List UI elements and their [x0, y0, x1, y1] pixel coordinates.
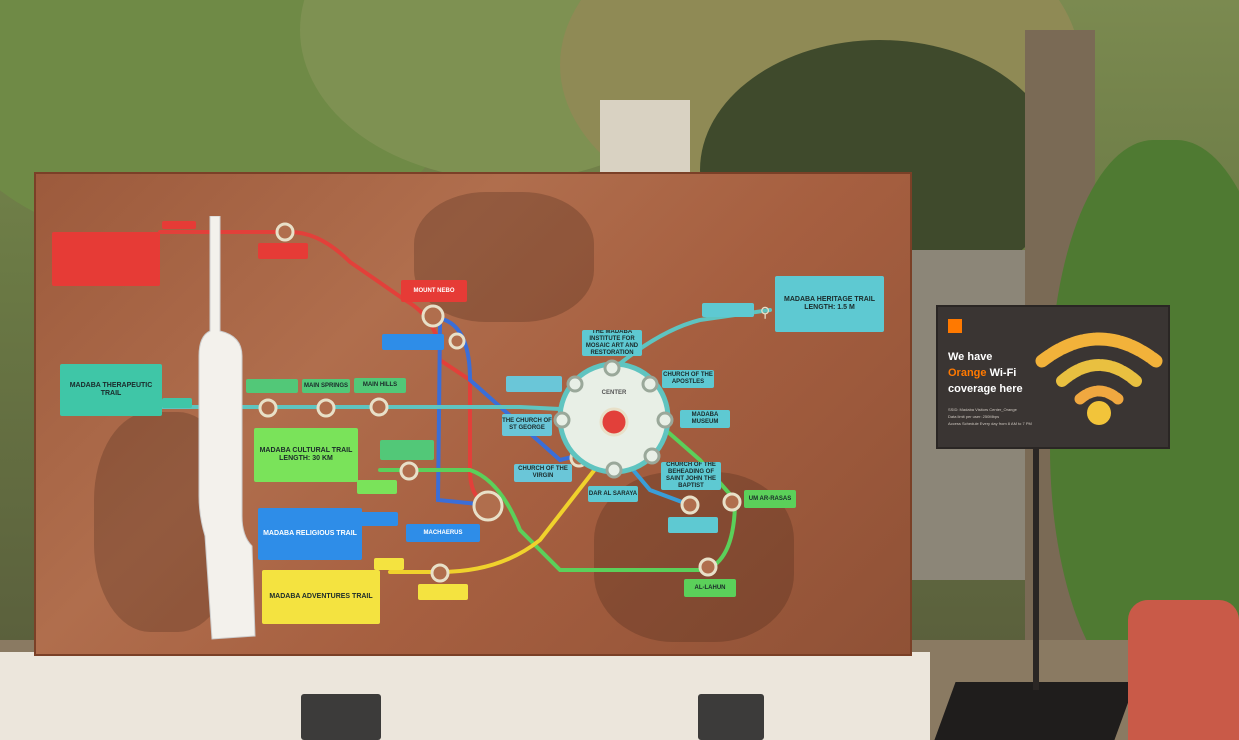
hub-station — [643, 447, 661, 465]
station-node — [369, 397, 389, 417]
wifi-brand: Orange — [948, 367, 987, 379]
umm-label: UM AR-RASAS — [744, 490, 796, 508]
red-trail-title-panel — [52, 232, 160, 286]
green-label-cultural-stop — [380, 440, 434, 460]
dar-saraya-text: DAR AL SARAYA — [588, 490, 638, 497]
museum-text: MADABA MUSEUM — [691, 412, 719, 425]
bus-icon — [162, 398, 192, 408]
hiker-icon: ⚲ — [760, 304, 771, 320]
museum-label: MADABA MUSEUM — [680, 410, 730, 428]
umm-text: UM AR-RASAS — [748, 495, 792, 502]
teal-label-lower — [668, 517, 718, 533]
teal-label-1 — [506, 376, 562, 392]
teal-label-heritage-stop — [702, 303, 754, 317]
beheading-label: CHURCH OF THE BEHEADING OF SAINT JOHN TH… — [661, 462, 721, 490]
hub-station — [566, 375, 584, 393]
station-node — [399, 461, 419, 481]
blue-trail-line — [435, 318, 582, 507]
station-node — [275, 222, 295, 242]
church-st-george-label: THE CHURCH OF ST GEORGE — [502, 418, 552, 431]
station-node — [430, 563, 450, 583]
wifi-mosaic-icon — [1035, 332, 1163, 425]
station-node — [448, 332, 466, 350]
yellow-label-small — [418, 584, 468, 600]
hub-station — [603, 359, 621, 377]
bus-icon — [360, 512, 398, 526]
mount-nebo-label: MOUNT NEBO — [413, 287, 455, 294]
lahun-label: AL-LAHUN — [684, 579, 736, 597]
center-red-node — [599, 407, 629, 437]
hub-station — [553, 411, 571, 429]
beheading-text: CHURCH OF THE BEHEADING OF SAINT JOHN TH… — [665, 462, 716, 489]
station-node — [722, 492, 742, 512]
heritage-trail-title: MADABA HERITAGE TRAIL — [784, 296, 875, 303]
wifi-fine2: Data limit per user: 250Mbps — [948, 414, 1000, 419]
apostles-label: CHURCH OF THE APOSTLES — [662, 370, 714, 388]
apostles-text: CHURCH OF THE APOSTLES — [663, 372, 713, 385]
wifi-fine3: Access Schedule Every day from 8 AM to 7… — [948, 421, 1032, 426]
main-springs-label: MAIN SPRINGS — [303, 382, 348, 389]
center-label: CENTER — [601, 390, 627, 396]
adventures-trail-panel: MADABA ADVENTURES TRAIL — [262, 570, 380, 624]
heritage-trail-length: LENGTH: 1.5 M — [804, 304, 855, 311]
blue-label-virgin: CHURCH OF THE VIRGIN — [514, 464, 572, 482]
white-bottle-panel — [198, 216, 256, 640]
building-wall — [600, 100, 690, 180]
blue-label-1 — [382, 334, 444, 350]
green-label-hills: MAIN HILLS — [354, 378, 406, 393]
red-label-nebo: MOUNT NEBO — [401, 280, 467, 302]
orange-logo-icon — [948, 319, 962, 333]
dar-saraya-label: DAR AL SARAYA — [588, 486, 638, 502]
station-node — [258, 398, 278, 418]
sign-pole — [1033, 445, 1039, 690]
hub-station — [656, 411, 674, 429]
cultural-trail-title: MADABA CULTURAL TRAIL — [259, 447, 353, 454]
station-node — [472, 490, 504, 522]
bus-icon — [374, 558, 404, 570]
wifi-line2-rest: Wi-Fi — [986, 367, 1017, 379]
institute-text: THE MADABA INSTITUTE FOR MOSAIC ART AND … — [585, 330, 639, 356]
wifi-sign: We have Orange Wi-Fi coverage here SSID:… — [936, 305, 1170, 449]
hub-station — [641, 375, 659, 393]
station-node — [680, 495, 700, 515]
wifi-line2: Orange Wi-Fi — [948, 367, 1016, 379]
machaerus-label: MACHAERUS — [406, 524, 480, 542]
therapeutic-trail-panel: MADABA THERAPEUTIC TRAIL — [60, 364, 162, 416]
wifi-line1: We have — [948, 351, 993, 363]
main-hills-label: MAIN HILLS — [362, 382, 398, 388]
hub-station — [605, 461, 623, 479]
wifi-line3: coverage here — [948, 383, 1023, 395]
red-label-mid — [258, 243, 308, 259]
bus-icon — [357, 480, 397, 494]
institute-label: THE MADABA INSTITUTE FOR MOSAIC ART AND … — [582, 330, 642, 356]
pavement — [0, 652, 930, 740]
station-node — [316, 398, 336, 418]
floor-lamp-right — [698, 694, 764, 740]
planter-pot — [1128, 600, 1239, 740]
floor-lamp-left — [301, 694, 381, 740]
religious-trail-panel: MADABA RELIGIOUS TRAIL — [258, 508, 362, 560]
green-label-springs: MAIN SPRINGS — [302, 379, 350, 393]
cultural-trail-panel: MADABA CULTURAL TRAIL LENGTH: 30 KM — [254, 428, 358, 482]
adventures-trail-title: MADABA ADVENTURES TRAIL — [269, 593, 373, 600]
therapeutic-trail-title: MADABA THERAPEUTIC TRAIL — [69, 382, 153, 397]
wifi-fine1: SSID: Madaba Visitors Center_Orange — [948, 407, 1017, 412]
church-virgin-label: CHURCH OF THE VIRGIN — [518, 466, 568, 479]
blue-label-church-map: THE CHURCH OF ST GEORGE — [502, 414, 552, 436]
lahun-text: AL-LAHUN — [694, 584, 726, 591]
red-label-small — [162, 221, 196, 229]
station-node — [698, 557, 718, 577]
cultural-trail-length: LENGTH: 30 KM — [279, 455, 333, 462]
heritage-trail-panel: MADABA HERITAGE TRAIL LENGTH: 1.5 M — [775, 276, 884, 332]
station-node — [421, 304, 445, 328]
green-label-1 — [246, 379, 298, 393]
machaerus-text: MACHAERUS — [423, 529, 463, 536]
religious-trail-title: MADABA RELIGIOUS TRAIL — [263, 530, 357, 537]
green-trail-line — [378, 423, 738, 572]
